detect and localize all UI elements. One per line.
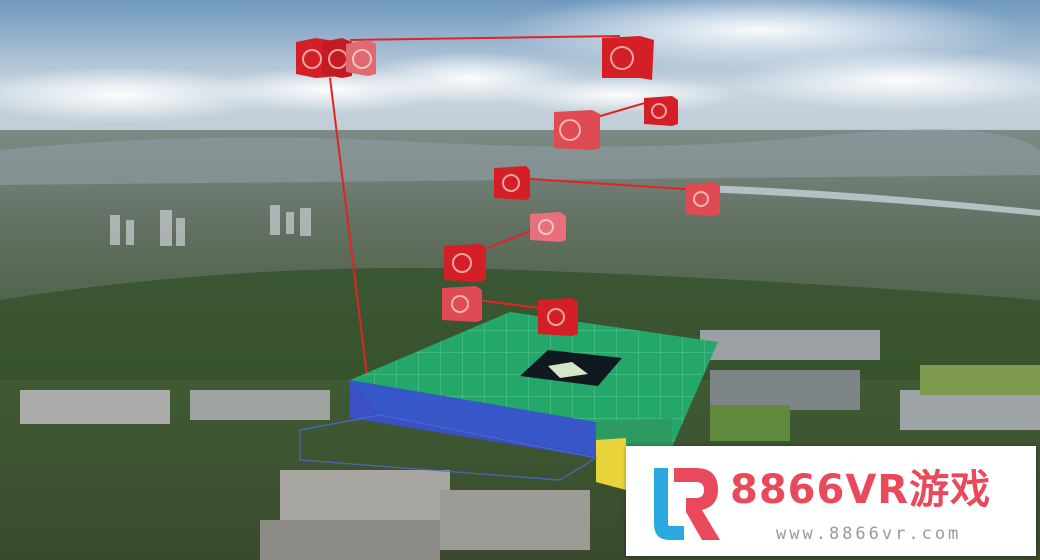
brand-title: 8866VR游戏 [730, 467, 992, 513]
brand-logo-icon [654, 468, 720, 540]
node-cube-7[interactable] [494, 166, 530, 200]
node-cube-9[interactable] [530, 212, 566, 242]
node-cube-12[interactable] [538, 298, 578, 336]
river [700, 185, 1040, 216]
node-cube-3[interactable] [346, 40, 376, 76]
watermark-banner: 8866VR游戏 www.8866vr.com [626, 446, 1036, 556]
platform [299, 312, 718, 490]
city-buildings [110, 205, 311, 246]
node-cube-11[interactable] [442, 286, 482, 322]
node-cube-10[interactable] [444, 244, 486, 282]
node-cube-8[interactable] [686, 182, 720, 216]
campus-buildings [20, 330, 1040, 560]
distant-hills [0, 129, 1040, 185]
brand-url[interactable]: www.8866vr.com [776, 524, 962, 544]
node-cube-6[interactable] [554, 110, 600, 150]
node-cube-4[interactable] [602, 36, 654, 80]
clouds [0, 0, 1040, 123]
node-cube-5[interactable] [644, 96, 678, 126]
